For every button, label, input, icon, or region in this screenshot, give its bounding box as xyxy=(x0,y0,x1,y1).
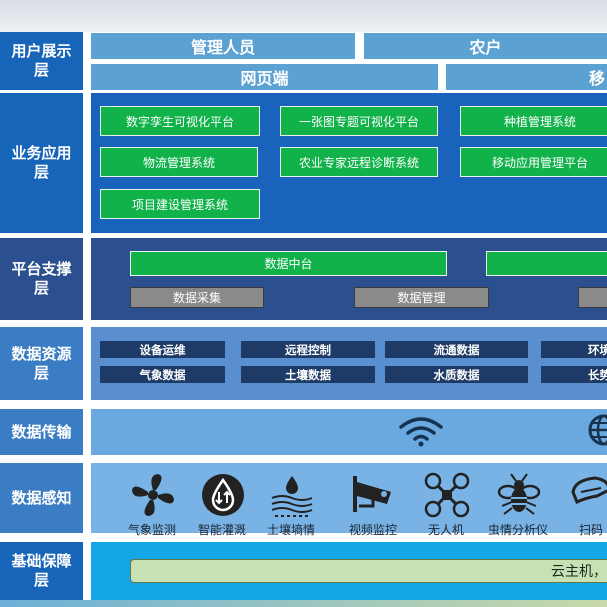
sensing-item-weather: 气象监测 xyxy=(119,472,185,537)
platform-data-collect-box: 数据采集 xyxy=(130,287,264,308)
resource-water-quality: 水质数据 xyxy=(385,366,528,383)
sensing-layer-label: 数据感知 xyxy=(0,463,83,533)
scan-icon xyxy=(571,476,607,505)
platform-data-manage-box: 数据管理 xyxy=(354,287,489,308)
sensing-label: 扫码 xyxy=(578,523,603,537)
platform-data-middle-box-2 xyxy=(486,251,607,276)
transfer-layer-panel xyxy=(91,409,607,455)
resource-layer-label: 数据资源 层 xyxy=(0,327,83,400)
user-admin-box: 管理人员 xyxy=(91,33,355,59)
infra-layer-label: 基础保障 层 xyxy=(0,542,83,600)
sensing-label: 土壤墒情 xyxy=(266,523,315,537)
transfer-layer-label: 数据传输 xyxy=(0,409,83,455)
sensing-label: 无人机 xyxy=(427,523,464,537)
soil-moisture-icon xyxy=(271,476,313,517)
user-farmer-box: 农户 xyxy=(364,33,607,59)
sensing-item-irrigation: 智能灌溉 xyxy=(189,472,255,537)
business-item-logistics: 物流管理系统 xyxy=(100,147,258,177)
globe-icon xyxy=(588,414,607,446)
sensing-label: 智能灌溉 xyxy=(197,523,246,537)
sensing-label: 虫情分析仪 xyxy=(487,523,548,537)
fan-icon xyxy=(132,474,174,516)
resource-layer-panel xyxy=(91,327,607,400)
business-item-project-construction: 项目建设管理系统 xyxy=(100,189,260,219)
business-layer-label: 业务应用 层 xyxy=(0,93,83,233)
sensing-item-soil: 土壤墒情 xyxy=(258,472,324,537)
user-mobile-box: 移 xyxy=(446,64,607,90)
business-item-mobile-app: 移动应用管理平台 xyxy=(460,147,607,177)
sensing-item-insect: 虫情分析仪 xyxy=(485,472,551,537)
resource-soil-data: 土壤数据 xyxy=(241,366,375,383)
business-item-one-map: 一张图专题可视化平台 xyxy=(280,106,438,136)
resource-circulation-data: 流通数据 xyxy=(385,341,528,358)
sensing-item-drone: 无人机 xyxy=(413,472,479,537)
resource-remote-control: 远程控制 xyxy=(241,341,375,358)
sensing-label: 气象监测 xyxy=(127,523,176,537)
sensing-item-video: 视频监控 xyxy=(340,472,406,537)
camera-icon xyxy=(353,476,391,512)
sensing-item-scan: 扫码 xyxy=(558,472,607,537)
irrigation-icon xyxy=(202,474,244,516)
infra-cloud-host-bar: 云主机， xyxy=(130,559,607,583)
insect-icon xyxy=(497,473,541,515)
top-strip xyxy=(0,0,607,32)
platform-data-middle-box: 数据中台 xyxy=(130,251,447,276)
wifi-icon xyxy=(399,417,443,447)
drone-icon xyxy=(424,472,470,518)
resource-weather-data: 气象数据 xyxy=(100,366,225,383)
platform-extra-box xyxy=(578,287,607,308)
resource-device-ops: 设备运维 xyxy=(100,341,225,358)
resource-environment: 环境 xyxy=(541,341,607,358)
infra-cloud-host-text: 云主机， xyxy=(551,564,607,580)
user-web-box: 网页端 xyxy=(91,64,438,90)
business-item-planting: 种植管理系统 xyxy=(460,106,607,136)
resource-growth: 长势 xyxy=(541,366,607,383)
business-item-expert-diagnosis: 农业专家远程诊断系统 xyxy=(280,147,438,177)
business-item-digital-twin: 数字孪生可视化平台 xyxy=(100,106,260,136)
bottom-strip xyxy=(0,600,607,607)
sensing-label: 视频监控 xyxy=(348,523,397,537)
user-layer-label: 用户展示 层 xyxy=(0,32,83,90)
platform-layer-label: 平台支撑 层 xyxy=(0,238,83,320)
